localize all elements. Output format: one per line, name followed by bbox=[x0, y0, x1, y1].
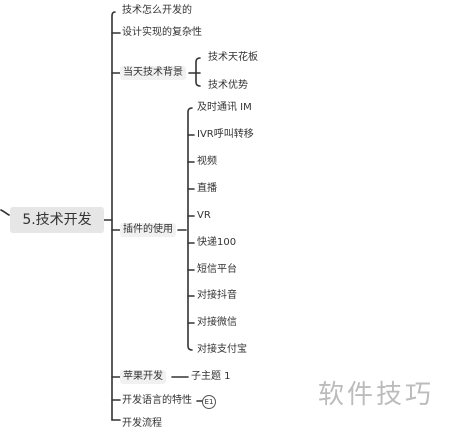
apple-subtopic[interactable]: 子主题 1 bbox=[191, 371, 231, 382]
plugin-item[interactable]: 视频 bbox=[197, 156, 217, 167]
background-child-advantage[interactable]: 技术优势 bbox=[208, 80, 248, 91]
plugins-sub-trunk bbox=[187, 107, 193, 351]
branch-node-complexity[interactable]: 设计实现的复杂性 bbox=[122, 27, 202, 38]
background-child-ceiling[interactable]: 技术天花板 bbox=[208, 52, 258, 63]
background-sub-trunk bbox=[195, 57, 201, 87]
plugin-item[interactable]: 直播 bbox=[197, 183, 217, 194]
plugin-item[interactable]: 对接抖音 bbox=[197, 290, 237, 301]
plugin-item[interactable]: 及时通讯 IM bbox=[197, 102, 252, 113]
plugin-item[interactable]: VR bbox=[197, 210, 211, 221]
branch-node-process[interactable]: 开发流程 bbox=[122, 418, 162, 429]
language-badge[interactable]: E1 bbox=[202, 395, 216, 409]
plugin-item[interactable]: 快递100 bbox=[197, 237, 237, 248]
branch-node-background[interactable]: 当天技术背景 bbox=[120, 66, 186, 80]
root-left-connector bbox=[0, 209, 10, 216]
root-node[interactable]: 5.技术开发 bbox=[10, 207, 104, 233]
branch-node-language[interactable]: 开发语言的特性 bbox=[122, 395, 192, 406]
watermark-text: 软件技巧 bbox=[318, 380, 435, 410]
branch-node-apple[interactable]: 苹果开发 bbox=[120, 370, 166, 384]
plugin-item[interactable]: IVR呼叫转移 bbox=[197, 129, 254, 140]
plugin-item[interactable]: 对接微信 bbox=[197, 317, 237, 328]
branch-node-how[interactable]: 技术怎么开发的 bbox=[122, 5, 192, 16]
main-trunk-line bbox=[111, 11, 116, 421]
plugin-item[interactable]: 对接支付宝 bbox=[197, 344, 247, 355]
branch-node-plugins[interactable]: 插件的使用 bbox=[120, 223, 176, 237]
plugin-item[interactable]: 短信平台 bbox=[197, 264, 237, 275]
